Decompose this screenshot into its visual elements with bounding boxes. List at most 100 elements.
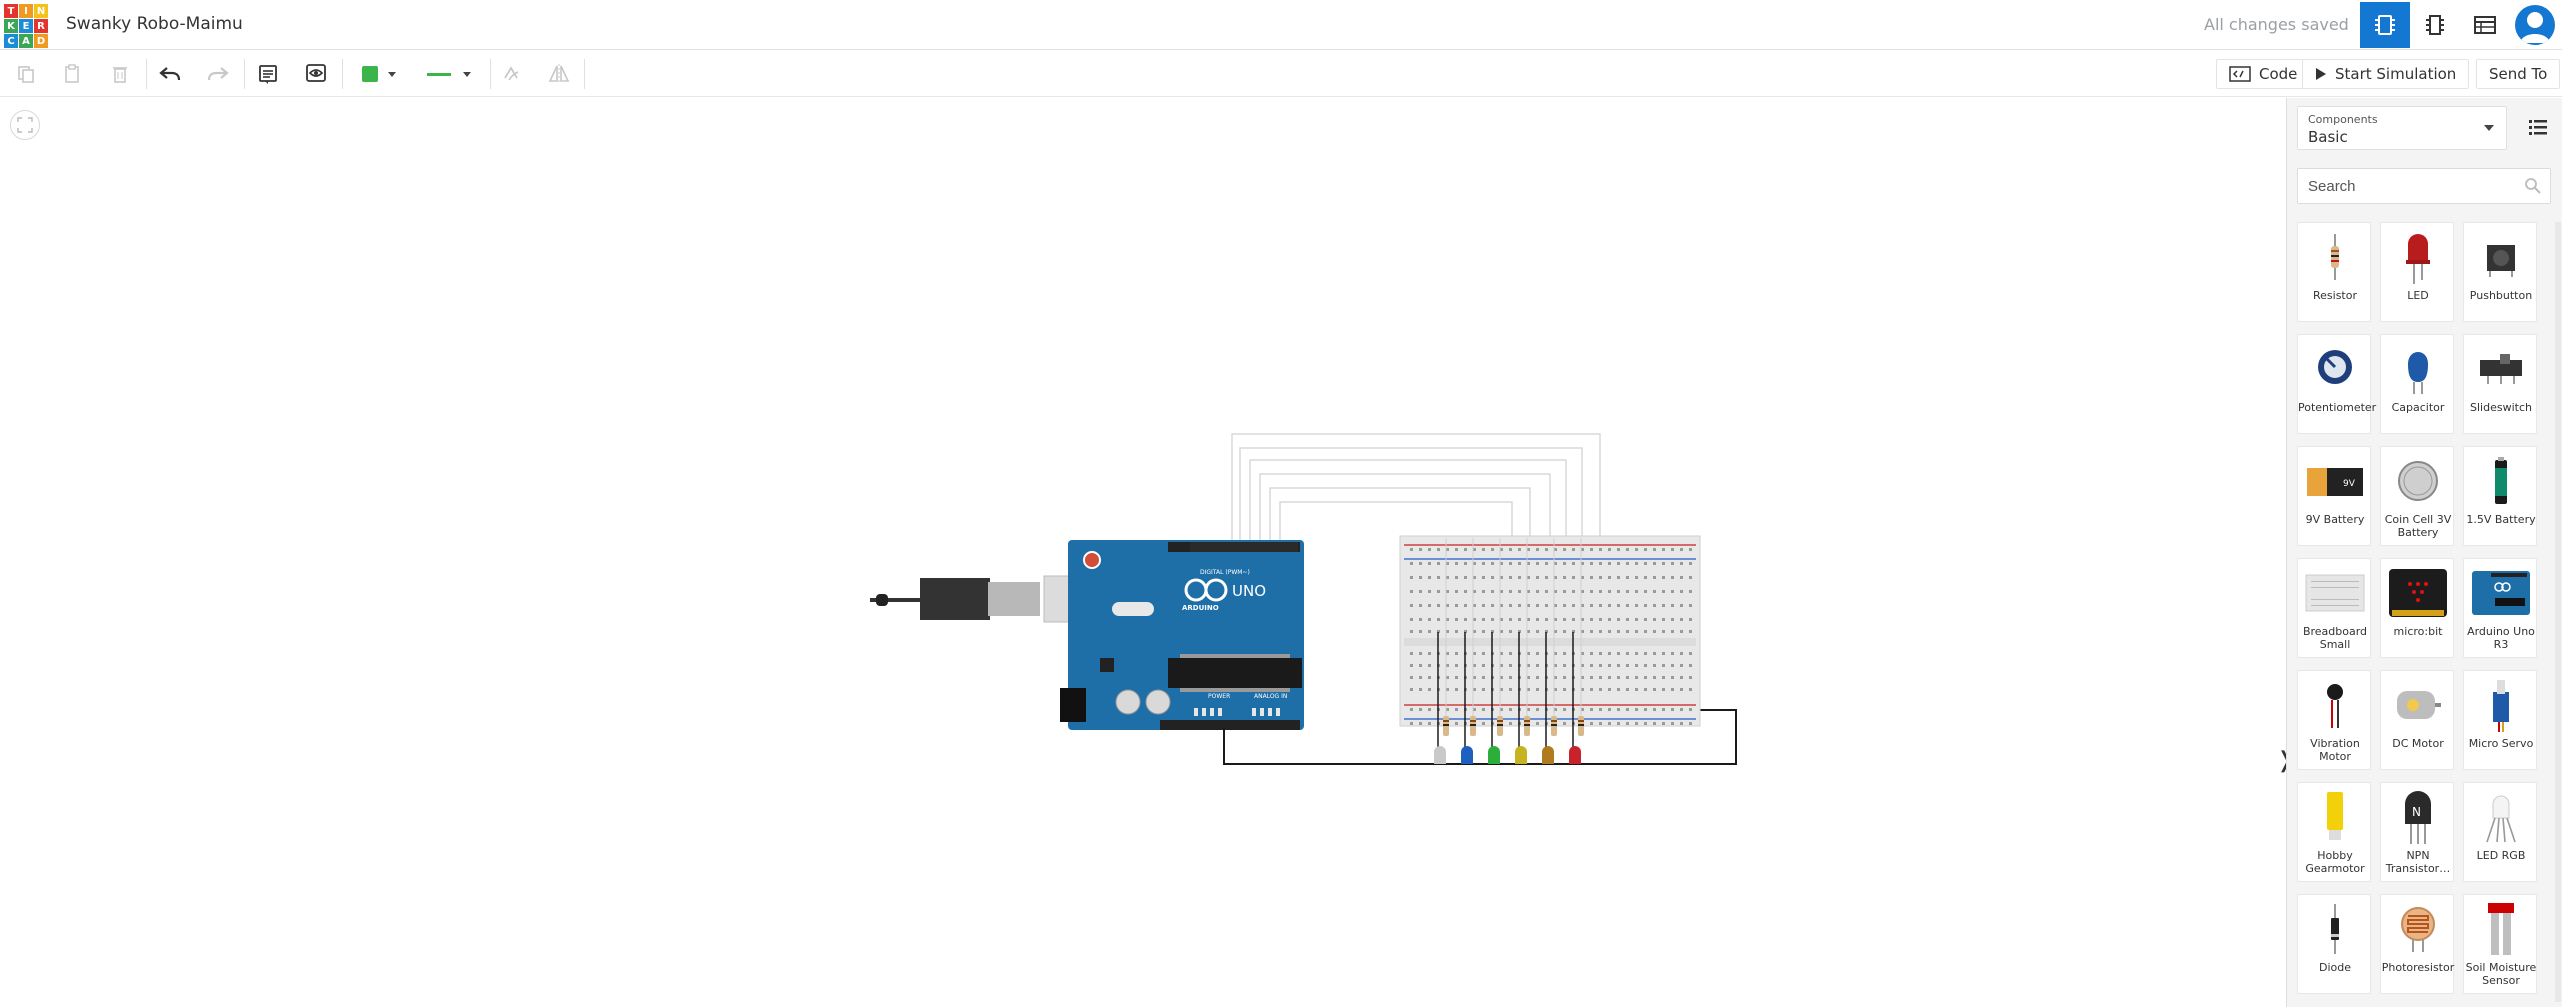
component-tile[interactable]: Vibration Motor	[2297, 670, 2371, 770]
component-tile[interactable]: micro:bit	[2380, 558, 2454, 658]
list-icon	[2529, 120, 2547, 135]
eye-note-icon	[306, 64, 326, 82]
user-avatar[interactable]	[2515, 5, 2555, 45]
component-tile[interactable]: 1.5V Battery	[2463, 446, 2537, 546]
gearmotor-icon	[2298, 787, 2372, 847]
component-tile[interactable]: Photoresistor	[2380, 894, 2454, 994]
component-label: LED	[2407, 289, 2429, 302]
toolbar: Code Start Simulation Send To	[0, 51, 2562, 97]
component-tile[interactable]: Slideswitch	[2463, 334, 2537, 434]
play-icon	[2316, 68, 2326, 80]
search-icon[interactable]	[2524, 177, 2542, 195]
list-view-button[interactable]	[2527, 116, 2549, 138]
led-resistor-pair[interactable]	[1488, 538, 1503, 764]
component-tile[interactable]: Capacitor	[2380, 334, 2454, 434]
component-tile[interactable]: Potentiometer	[2297, 334, 2376, 434]
rotate-button[interactable]	[496, 58, 526, 90]
schematic-view-button[interactable]	[2410, 2, 2460, 48]
component-label: micro:bit	[2393, 625, 2443, 638]
code-button[interactable]: Code	[2216, 59, 2311, 89]
pushbutton-icon	[2464, 227, 2538, 287]
paste-button[interactable]	[56, 58, 88, 90]
tinkercad-logo[interactable]: T I N K E R C A D	[4, 4, 48, 48]
vibration-motor-icon	[2298, 675, 2372, 735]
copy-button[interactable]	[10, 58, 42, 90]
led-resistor-pair[interactable]	[1569, 538, 1584, 764]
rotate-icon	[504, 66, 519, 81]
circuit-canvas[interactable]: DIGITAL (PWM~) UNO ARDUINO POWER ANALOG …	[0, 98, 2294, 1007]
start-simulation-button[interactable]: Start Simulation	[2302, 59, 2470, 89]
led-resistor-pair[interactable]	[1515, 538, 1530, 764]
toolbar-divider	[584, 59, 585, 89]
project-title[interactable]: Swanky Robo-Maimu	[66, 14, 243, 34]
toolbar-divider	[146, 59, 147, 89]
components-dropdown[interactable]: Components Basic	[2297, 106, 2507, 150]
svg-text:9V: 9V	[2343, 479, 2356, 489]
component-tile[interactable]: Arduino Uno R3	[2463, 558, 2537, 658]
search-box[interactable]	[2297, 168, 2551, 204]
led-icon	[2381, 227, 2455, 287]
component-tile[interactable]: Soil Moisture Sensor	[2463, 894, 2537, 994]
component-tile[interactable]: Hobby Gearmotor	[2297, 782, 2371, 882]
led-resistor-pair[interactable]	[1542, 538, 1557, 764]
table-icon	[2474, 16, 2496, 34]
logo-letter: T	[4, 4, 18, 18]
component-tile[interactable]: Diode	[2297, 894, 2371, 994]
chevron-down-icon	[2484, 125, 2494, 131]
component-list-button[interactable]	[2460, 2, 2510, 48]
wire-color-swatch	[362, 66, 378, 82]
notes-button[interactable]	[252, 58, 284, 90]
logo-letter: K	[4, 19, 18, 33]
logo-letter: C	[4, 34, 18, 48]
wire-type-picker[interactable]	[416, 58, 482, 90]
send-to-label: Send To	[2489, 65, 2548, 83]
component-label: Coin Cell 3V Battery	[2384, 513, 2452, 539]
component-tile[interactable]: Resistor	[2297, 222, 2371, 322]
component-tile[interactable]: DC Motor	[2380, 670, 2454, 770]
trash-icon	[113, 67, 127, 83]
component-label: Slideswitch	[2470, 401, 2532, 414]
notes-visibility-button[interactable]	[300, 58, 332, 90]
led-resistor-pair[interactable]	[1434, 538, 1449, 764]
component-tile[interactable]: Coin Cell 3V Battery	[2380, 446, 2454, 546]
top-bar: T I N K E R C A D Swanky Robo-Maimu All …	[0, 0, 2562, 50]
save-status: All changes saved	[2204, 15, 2349, 34]
circuit-drawing[interactable]: DIGITAL (PWM~) UNO ARDUINO POWER ANALOG …	[0, 98, 2286, 1007]
panel-scrollbar[interactable]	[2555, 222, 2561, 1002]
ground-wire[interactable]	[1223, 709, 1737, 765]
user-icon	[2520, 12, 2550, 43]
redo-button[interactable]	[202, 58, 234, 90]
component-label: Arduino Uno R3	[2467, 625, 2535, 651]
component-tile[interactable]: LED	[2380, 222, 2454, 322]
component-tile[interactable]: Breadboard Small	[2297, 558, 2371, 658]
code-button-label: Code	[2259, 65, 2298, 83]
wire-color-picker[interactable]	[352, 58, 406, 90]
led-resistor-pair[interactable]	[1461, 538, 1476, 764]
slideswitch-icon	[2464, 339, 2538, 399]
breadboard[interactable]	[1399, 535, 1701, 727]
fit-view-icon	[17, 117, 33, 133]
delete-button[interactable]	[104, 58, 136, 90]
chevron-down-icon	[463, 71, 471, 77]
chip-icon	[2375, 15, 2395, 35]
dc-motor-icon	[2381, 675, 2455, 735]
send-to-button[interactable]: Send To	[2476, 59, 2561, 89]
undo-button[interactable]	[154, 58, 186, 90]
arduino-uno-board[interactable]: DIGITAL (PWM~) UNO ARDUINO POWER ANALOG …	[1060, 540, 1304, 730]
component-label: Hobby Gearmotor	[2305, 849, 2365, 875]
note-icon	[259, 65, 277, 84]
component-tile[interactable]: Pushbutton	[2463, 222, 2537, 322]
chevron-down-icon	[388, 71, 396, 77]
flip-button[interactable]	[544, 58, 574, 90]
search-input[interactable]	[2298, 169, 2518, 203]
zoom-to-fit-button[interactable]	[10, 110, 40, 140]
breadboard-components[interactable]	[1434, 538, 1584, 764]
component-tile[interactable]: LED RGB	[2463, 782, 2537, 882]
circuit-view-button[interactable]	[2360, 2, 2410, 48]
component-tile[interactable]: Micro Servo	[2463, 670, 2537, 770]
undo-icon	[159, 67, 181, 81]
component-label: LED RGB	[2476, 849, 2526, 862]
signal-wires[interactable]	[1231, 433, 1601, 540]
